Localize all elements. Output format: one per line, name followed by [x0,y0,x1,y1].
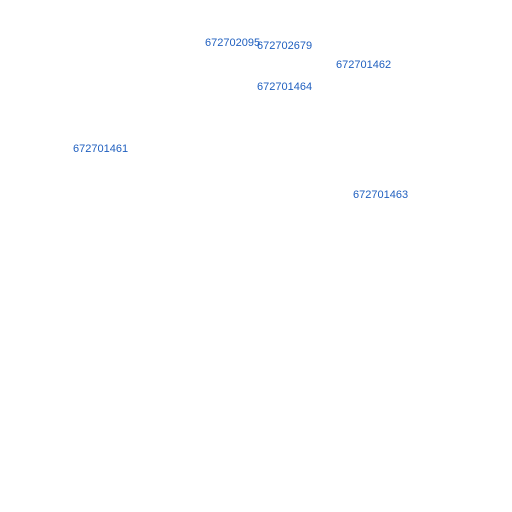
parcel-label[interactable]: 672701461 [73,143,129,155]
parcel-label[interactable]: 672702095 [205,37,261,49]
parcel-label[interactable]: 672701462 [336,59,392,71]
parcel-label[interactable]: 672702679 [257,40,313,52]
parcel-label[interactable]: 672701464 [257,81,313,93]
parcel-label[interactable]: 672701463 [353,189,409,201]
